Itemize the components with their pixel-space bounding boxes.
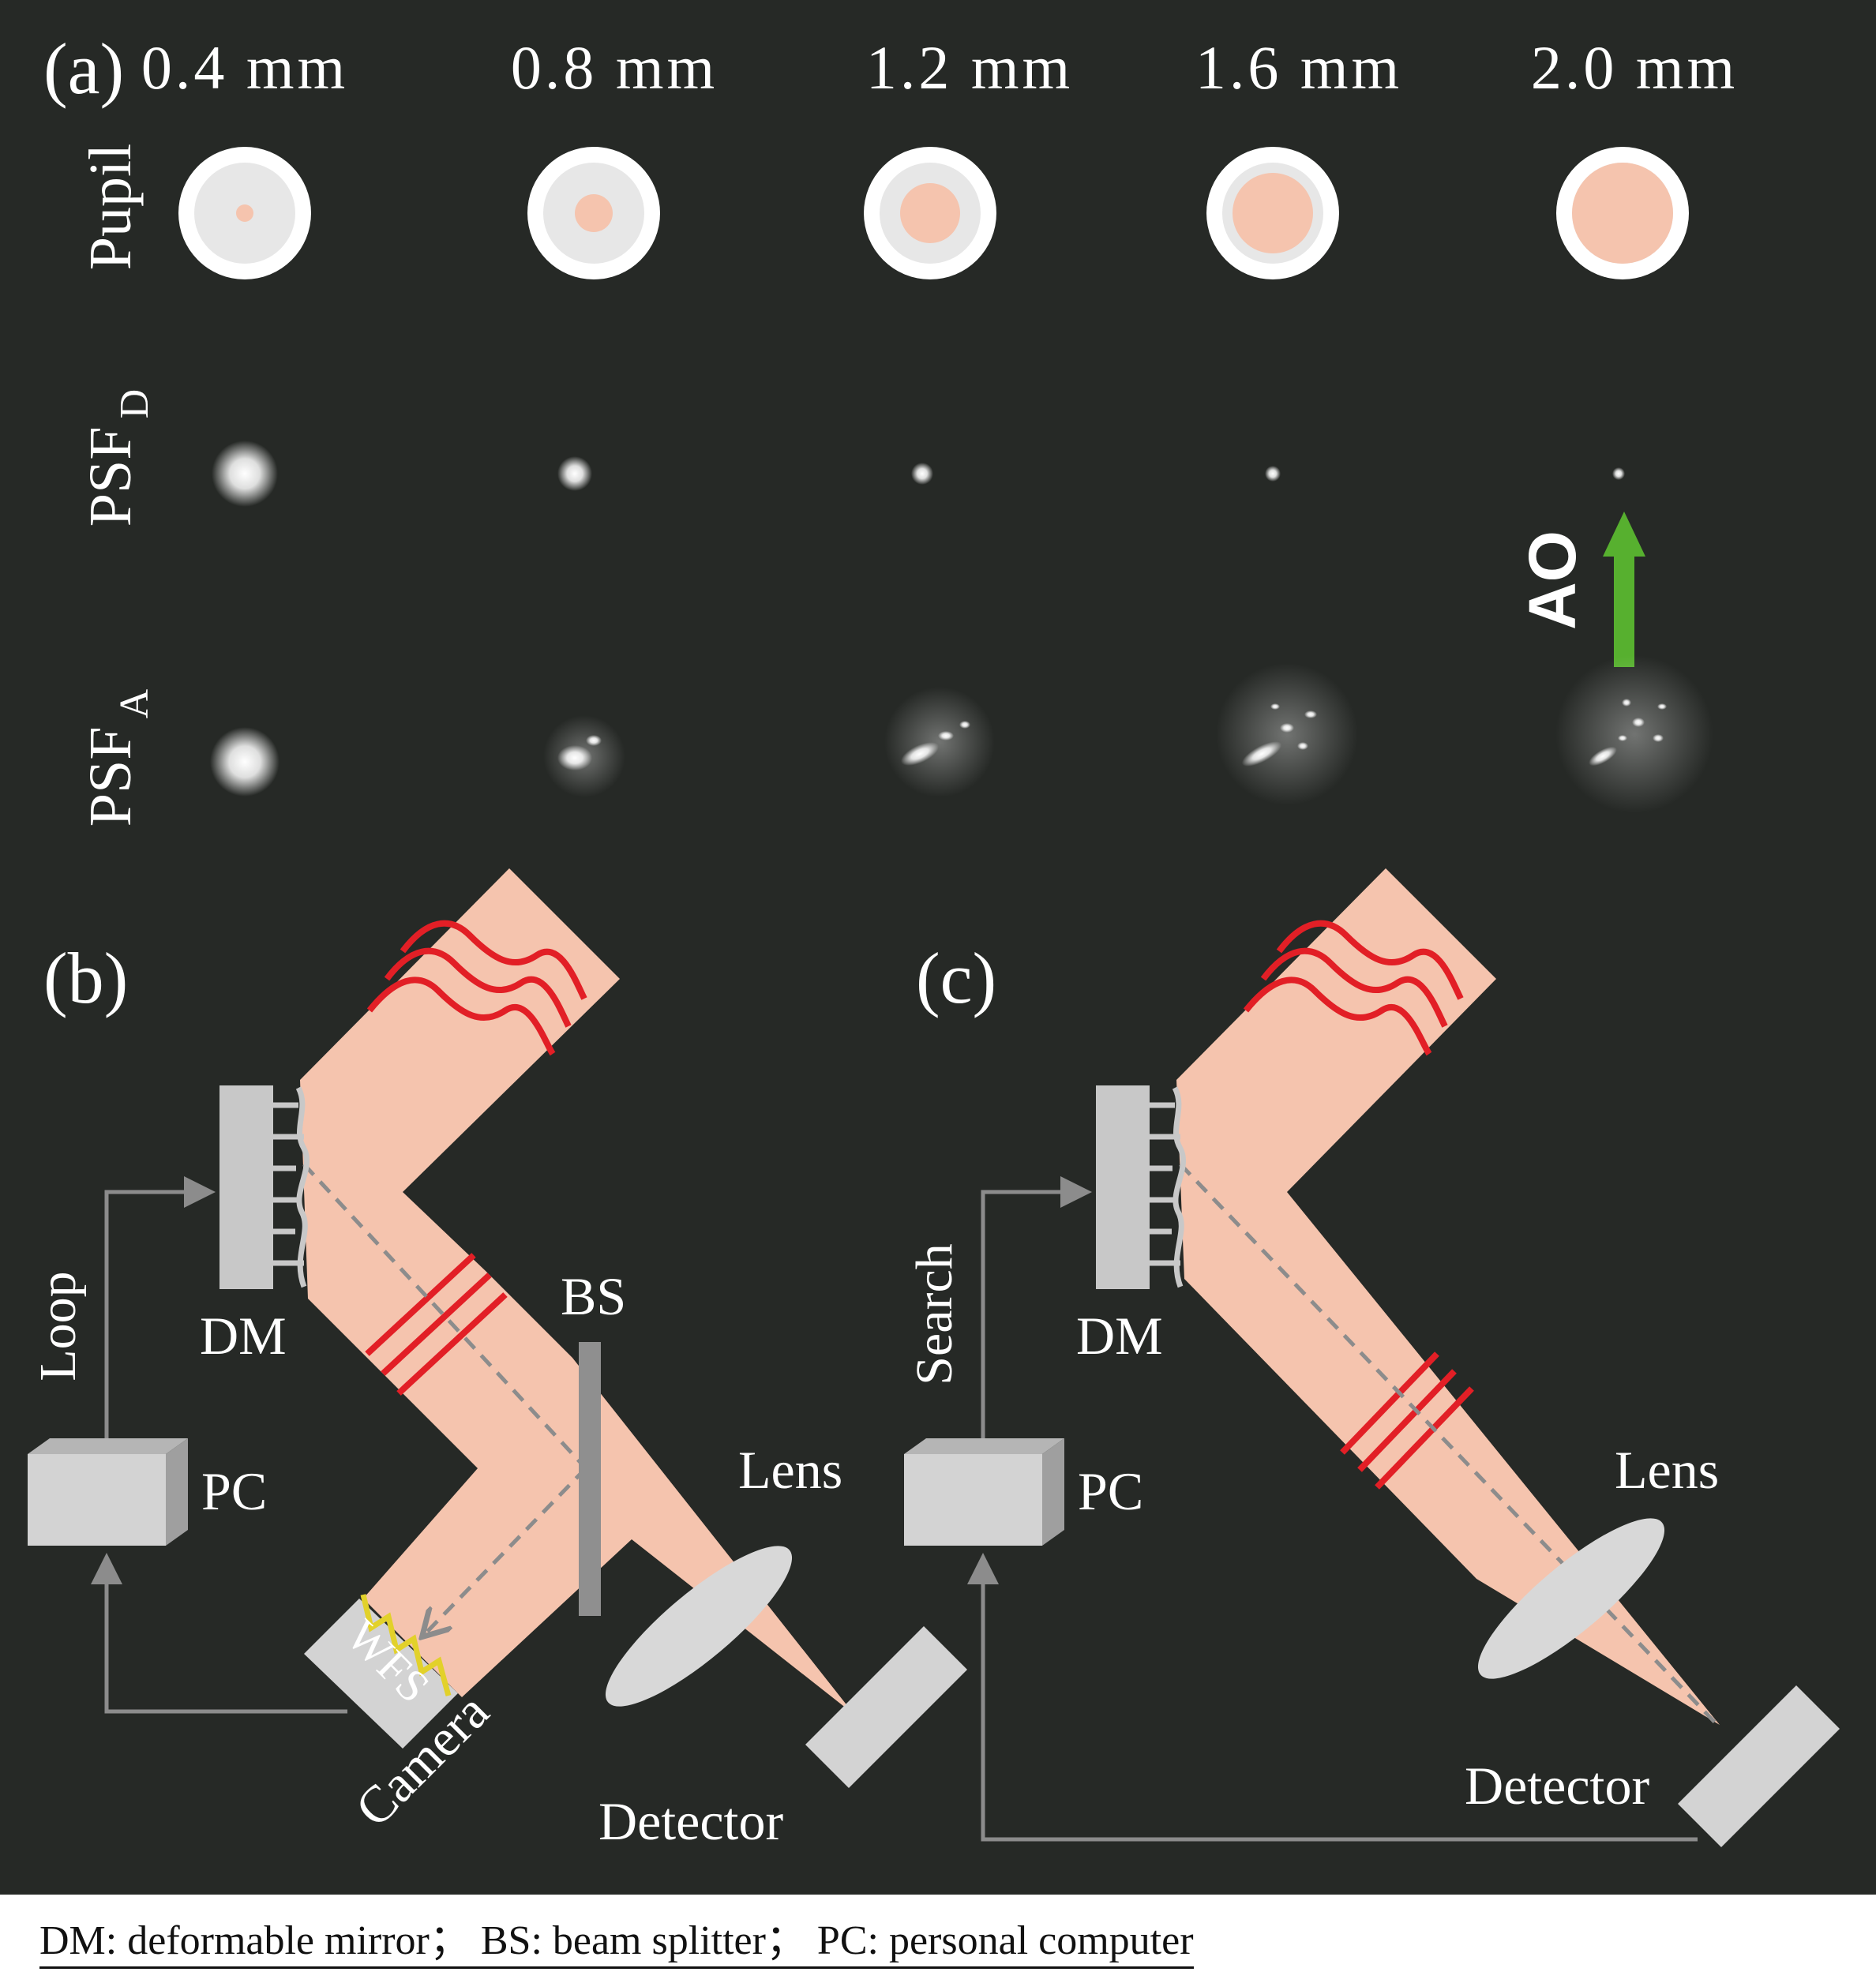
wfs-to-pc-arrow: [91, 1553, 347, 1714]
row-label-psf-d: PSFD: [77, 389, 157, 527]
dm-label-b: DM: [200, 1306, 287, 1366]
column-label-2: 0.8 mm: [511, 33, 718, 102]
bs-label: BS: [561, 1266, 626, 1326]
pupil-3: [864, 147, 996, 279]
deformable-mirror-c: [1096, 1085, 1187, 1289]
optical-axis-b: [302, 1163, 587, 1634]
psf-a-spot-3: [884, 687, 995, 797]
pc-label-c: PC: [1078, 1461, 1143, 1521]
search-arrow-to-dm: [981, 1176, 1092, 1438]
column-label-5: 2.0 mm: [1531, 33, 1738, 102]
distorted-wavefront-b: [366, 920, 587, 1056]
pupil-1: [178, 147, 311, 279]
pc-label-b: PC: [201, 1461, 267, 1521]
pupil-2: [527, 147, 660, 279]
psf-d-spot-2: [557, 456, 592, 491]
panel-c-label: (c): [916, 938, 996, 1018]
lens-label-b: Lens: [738, 1440, 842, 1500]
panel-b-label: (b): [43, 938, 128, 1018]
detector-to-pc-arrow: [967, 1553, 1698, 1842]
dm-label-c: DM: [1076, 1306, 1163, 1366]
column-label-3: 1.2 mm: [866, 33, 1073, 102]
psf-a-spot-2: [543, 715, 625, 797]
beam-c: [1176, 868, 1720, 1725]
lens-c: [1477, 1518, 1665, 1679]
detector-label-c: Detector: [1465, 1756, 1649, 1816]
pc-c: [904, 1438, 1064, 1546]
psf-d-spot-3: [911, 463, 933, 485]
psf-a-spot-1: [210, 727, 280, 797]
loop-label: Loop: [29, 1271, 87, 1381]
pupil-4: [1206, 147, 1339, 279]
ao-label: AO: [1515, 530, 1589, 630]
pc-b: [28, 1438, 188, 1546]
deformable-mirror-b: [219, 1085, 310, 1289]
lens-label-c: Lens: [1615, 1440, 1719, 1500]
ao-arrow: [1603, 512, 1645, 667]
panel-c: (c) DM Lens: [904, 868, 1840, 1847]
panel-a-label: (a): [43, 28, 124, 109]
detector-b: [805, 1626, 967, 1788]
row-label-psf-a: PSFA: [77, 688, 157, 827]
psf-d-spot-1: [212, 440, 278, 507]
figure-panel: (a) 0.4 mm 0.8 mm 1.2 mm 1.6 mm 2.0 mm P…: [0, 0, 1876, 1895]
figure-caption: DM: deformable mirror； BS: beam splitter…: [39, 1918, 1194, 1970]
column-label-1: 0.4 mm: [141, 33, 348, 102]
lens-b: [605, 1546, 793, 1707]
corrected-wavefront-b: [365, 1253, 508, 1396]
pupil-5: [1556, 147, 1689, 279]
column-label-4: 1.6 mm: [1195, 33, 1402, 102]
distorted-wavefront-c: [1243, 920, 1464, 1056]
search-label: Search: [906, 1243, 963, 1385]
loop-arrow-to-dm: [104, 1176, 216, 1438]
detector-c: [1678, 1685, 1840, 1847]
psf-a-spot-5: [1555, 655, 1713, 813]
detector-label-b: Detector: [598, 1791, 783, 1851]
panel-a: (a) 0.4 mm 0.8 mm 1.2 mm 1.6 mm 2.0 mm P…: [43, 28, 1738, 827]
wfs-camera: WFS: [304, 1594, 458, 1749]
corrected-wavefront-c: [1340, 1351, 1474, 1490]
psf-d-spot-4: [1265, 466, 1281, 482]
psf-a-spot-4: [1216, 663, 1358, 805]
psf-d-spot-5: [1612, 467, 1625, 480]
optical-axis-c: [1179, 1163, 1719, 1726]
beam-splitter: [579, 1342, 601, 1616]
row-label-pupil: Pupil: [77, 144, 144, 271]
beam-b: [300, 868, 854, 1715]
